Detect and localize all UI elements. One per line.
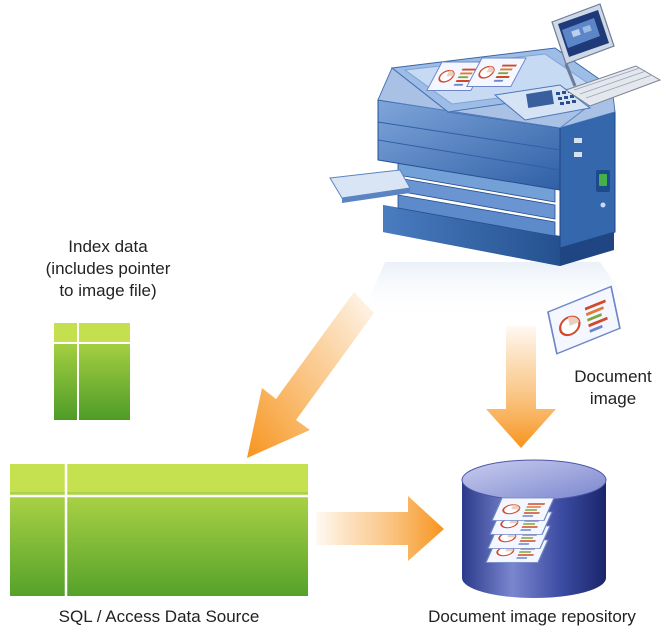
document-image-label-line-1: Document (574, 367, 652, 386)
arrow-sql-to-repository (316, 496, 444, 561)
arrow-printer-to-repository (486, 326, 556, 448)
arrow-printer-to-sql (247, 292, 374, 458)
document-image-label: Document image (558, 366, 668, 410)
index-data-table-icon (54, 323, 130, 420)
sql-data-source-table-icon (10, 464, 308, 596)
database-cylinder-icon (461, 459, 607, 598)
index-data-label-line-2: (includes pointer (45, 259, 171, 278)
document-image-label-line-2: image (589, 389, 637, 408)
multifunction-printer-icon (329, 3, 662, 320)
index-data-label-line-3: to image file) (59, 281, 157, 300)
index-data-label: Index data (includes pointer to image fi… (28, 236, 188, 302)
index-data-label-line-1: Index data (68, 237, 148, 256)
repository-label: Document image repository (428, 607, 636, 626)
sql-data-source-label: SQL / Access Data Source (58, 607, 260, 626)
